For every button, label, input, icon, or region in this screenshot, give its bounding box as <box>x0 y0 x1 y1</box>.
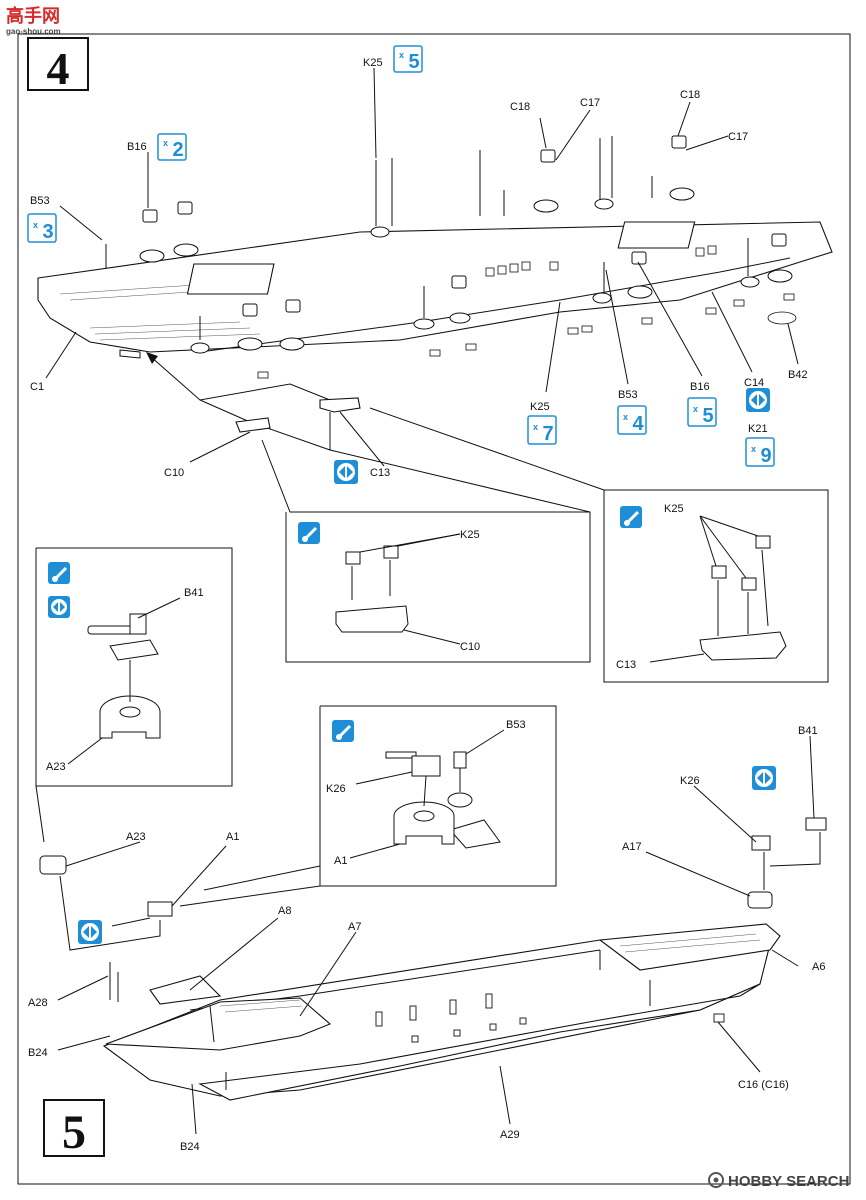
watermark-site: gao-shou.com <box>6 27 61 36</box>
label-a1: A1 <box>226 831 239 843</box>
glue-icon <box>332 720 354 742</box>
label-k26: K26 <box>680 775 700 787</box>
part-labels: K25 C18 C17 C18 C17 B16 B53 C1 K25 B53 B… <box>28 57 825 1153</box>
svg-text:5: 5 <box>408 51 419 73</box>
parts-c10-c13 <box>189 397 385 467</box>
label-a6: A6 <box>812 961 825 973</box>
callout-box-a23 <box>35 547 233 843</box>
label-c13-box: C13 <box>616 659 636 671</box>
top-watermark: 高手网 gao-shou.com <box>6 5 61 36</box>
callout-box-c13 <box>369 407 829 683</box>
hobbysearch-logo-icon <box>708 1172 724 1188</box>
step-5-badge: 5 <box>43 1099 105 1159</box>
label-c10-box: C10 <box>460 641 480 653</box>
label-b42: B42 <box>788 369 808 381</box>
svg-text:9: 9 <box>760 445 771 467</box>
label-b41: B41 <box>798 725 818 737</box>
label-k25-top: K25 <box>363 57 383 69</box>
label-k25-box1: K25 <box>460 529 480 541</box>
svg-text:2: 2 <box>172 139 183 161</box>
label-a29: A29 <box>500 1129 520 1141</box>
label-b41-box: B41 <box>184 587 204 599</box>
label-k21: K21 <box>748 423 768 435</box>
step-4-badge: 4 <box>27 37 89 94</box>
glue-icon <box>298 522 320 544</box>
svg-text:x: x <box>533 422 538 432</box>
label-c16: C16 (C16) <box>738 1079 789 1091</box>
gun-mounts-row <box>105 135 797 379</box>
step-4-callout-arrow <box>146 352 331 451</box>
either-side-icon <box>752 766 776 790</box>
qty-k21: x 9 <box>745 437 775 467</box>
label-c17-b: C17 <box>728 131 748 143</box>
quantity-badges: x 5 x 2 x 3 x 7 x 4 x 5 x <box>27 45 775 467</box>
label-c18-a: C18 <box>510 101 530 113</box>
either-side-icon <box>78 920 102 944</box>
svg-text:5: 5 <box>702 405 713 427</box>
glue-icon <box>48 562 70 584</box>
qty-k25-mid: x 7 <box>527 415 557 445</box>
label-a7: A7 <box>348 921 361 933</box>
qty-b16-a: x 2 <box>157 133 187 161</box>
label-k26-box: K26 <box>326 783 346 795</box>
page-border <box>17 33 851 1185</box>
either-side-icon <box>48 596 70 618</box>
svg-text:x: x <box>693 404 698 414</box>
label-b53-mid: B53 <box>618 389 638 401</box>
label-c18-b: C18 <box>680 89 700 101</box>
svg-text:3: 3 <box>42 221 53 243</box>
glue-icon <box>620 506 642 528</box>
either-side-icon <box>746 388 770 412</box>
svg-text:x: x <box>623 412 628 422</box>
qty-k25-top: x 5 <box>393 45 423 73</box>
svg-text:x: x <box>163 138 168 148</box>
watermark-brand: 高手网 <box>6 5 60 26</box>
svg-text:x: x <box>399 50 404 60</box>
svg-text:x: x <box>751 444 756 454</box>
step-4-leaders <box>45 67 799 393</box>
svg-text:4: 4 <box>632 413 644 435</box>
label-c10: C10 <box>164 467 184 479</box>
label-b16-b: B16 <box>690 381 710 393</box>
callout-box-c10 <box>261 439 591 663</box>
label-k25-box2: K25 <box>664 503 684 515</box>
qty-b53-a: x 3 <box>27 213 57 243</box>
step-5-leaders <box>57 735 815 1135</box>
label-b53-a: B53 <box>30 195 50 207</box>
step-4-number: 4 <box>47 43 70 94</box>
qty-b53-mid: x 4 <box>617 405 647 435</box>
label-a28: A28 <box>28 997 48 1009</box>
step-5-number: 5 <box>62 1106 86 1159</box>
label-a17: A17 <box>622 841 642 853</box>
callout-box-a1 <box>179 705 557 907</box>
label-k25-mid: K25 <box>530 401 550 413</box>
label-a23-box: A23 <box>46 761 66 773</box>
label-b53-box: B53 <box>506 719 526 731</box>
label-b24-b: B24 <box>180 1141 200 1153</box>
label-c1: C1 <box>30 381 44 393</box>
either-side-icon <box>334 460 358 484</box>
label-c13: C13 <box>370 467 390 479</box>
qty-b16-b: x 5 <box>687 397 717 427</box>
label-a8: A8 <box>278 905 291 917</box>
label-a23: A23 <box>126 831 146 843</box>
bottom-watermark: HOBBY SEARCH <box>708 1172 849 1190</box>
label-b24-a: B24 <box>28 1047 48 1059</box>
label-c17-a: C17 <box>580 97 600 109</box>
ship-hull <box>39 817 827 1101</box>
label-c14: C14 <box>744 377 764 389</box>
label-b16-a: B16 <box>127 141 147 153</box>
svg-text:x: x <box>33 220 38 230</box>
svg-text:7: 7 <box>542 423 553 445</box>
watermark-hobbysearch: HOBBY SEARCH <box>728 1173 849 1190</box>
label-a1-box: A1 <box>334 855 347 867</box>
